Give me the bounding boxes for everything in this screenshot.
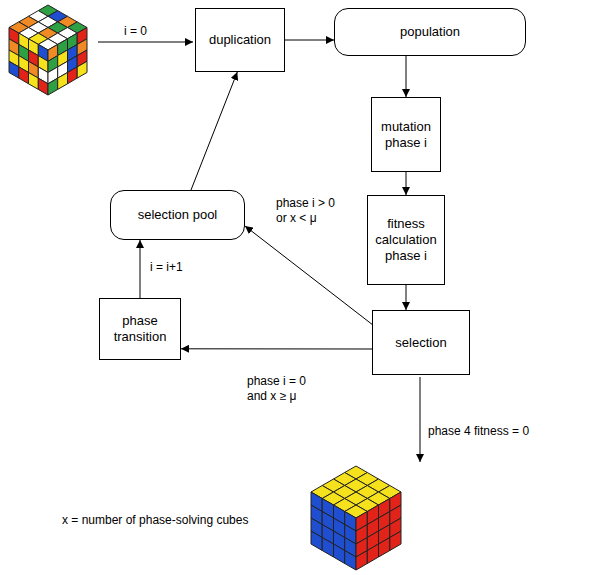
flow-arrow: [285, 40, 334, 41]
cube-sticker: [58, 73, 68, 90]
edge-label: phase i = 0 and x ≥ μ: [247, 374, 319, 404]
edge-label: i = i+1: [150, 260, 210, 275]
flow-arrow: [191, 72, 237, 190]
cube-sticker: [311, 531, 322, 551]
solved-cube: [311, 466, 401, 570]
node-text-stack: phase transition: [106, 313, 174, 345]
cube-sticker: [9, 61, 19, 78]
cube-sticker: [367, 544, 378, 564]
flow-arrow: [406, 285, 407, 310]
scrambled-cube: [9, 5, 87, 95]
node-text-stack: mutation phase i: [378, 119, 434, 151]
flow-arrow: [140, 240, 141, 298]
start-arrow: [98, 42, 193, 43]
process-box: mutation phase i: [371, 97, 441, 172]
flow-arrow: [406, 172, 407, 195]
annotation-text: i = 0: [124, 24, 184, 39]
cube-sticker: [19, 67, 29, 84]
node-text-stack: selection pool: [138, 207, 218, 223]
process-box: selection: [372, 310, 470, 375]
process-box: phase transition: [99, 298, 181, 360]
edge-label: phase i > 0 or x < μ: [276, 196, 348, 226]
node-text-stack: duplication: [209, 32, 271, 48]
flow-arrow: [245, 226, 372, 324]
node-label: population: [400, 24, 460, 40]
annotation-text: x = number of phase-solving cubes: [62, 513, 302, 528]
process-box: fitness calculation phase i: [367, 195, 445, 285]
process-box: duplication: [195, 8, 285, 72]
node-text-stack: selection: [395, 335, 446, 351]
node-text-stack: population: [400, 24, 460, 40]
cube-sticker: [29, 73, 39, 90]
finish-arrow: [420, 377, 421, 462]
node-label: selection: [395, 335, 446, 351]
cube-sticker: [356, 551, 367, 571]
node-label: phase transition: [106, 313, 174, 345]
annotation-text: phase 4 fitness = 0: [428, 424, 588, 439]
node-label: selection pool: [138, 207, 218, 223]
cube-sticker: [334, 544, 345, 564]
node-text-stack: fitness calculation phase i: [374, 216, 438, 264]
flow-arrow: [406, 56, 407, 97]
cube-sticker: [345, 551, 356, 571]
store-box: population: [334, 8, 526, 56]
cube-sticker: [38, 78, 48, 95]
node-label: mutation phase i: [378, 119, 434, 151]
cube-sticker: [68, 67, 78, 84]
cube-sticker: [379, 538, 390, 558]
flow-arrow: [181, 348, 372, 349]
cube-sticker: [322, 538, 333, 558]
cube-sticker: [48, 78, 58, 95]
cube-sticker: [390, 531, 401, 551]
cube-sticker: [77, 61, 87, 78]
store-box: selection pool: [110, 190, 245, 240]
node-label: fitness calculation phase i: [374, 216, 438, 264]
node-label: duplication: [209, 32, 271, 48]
